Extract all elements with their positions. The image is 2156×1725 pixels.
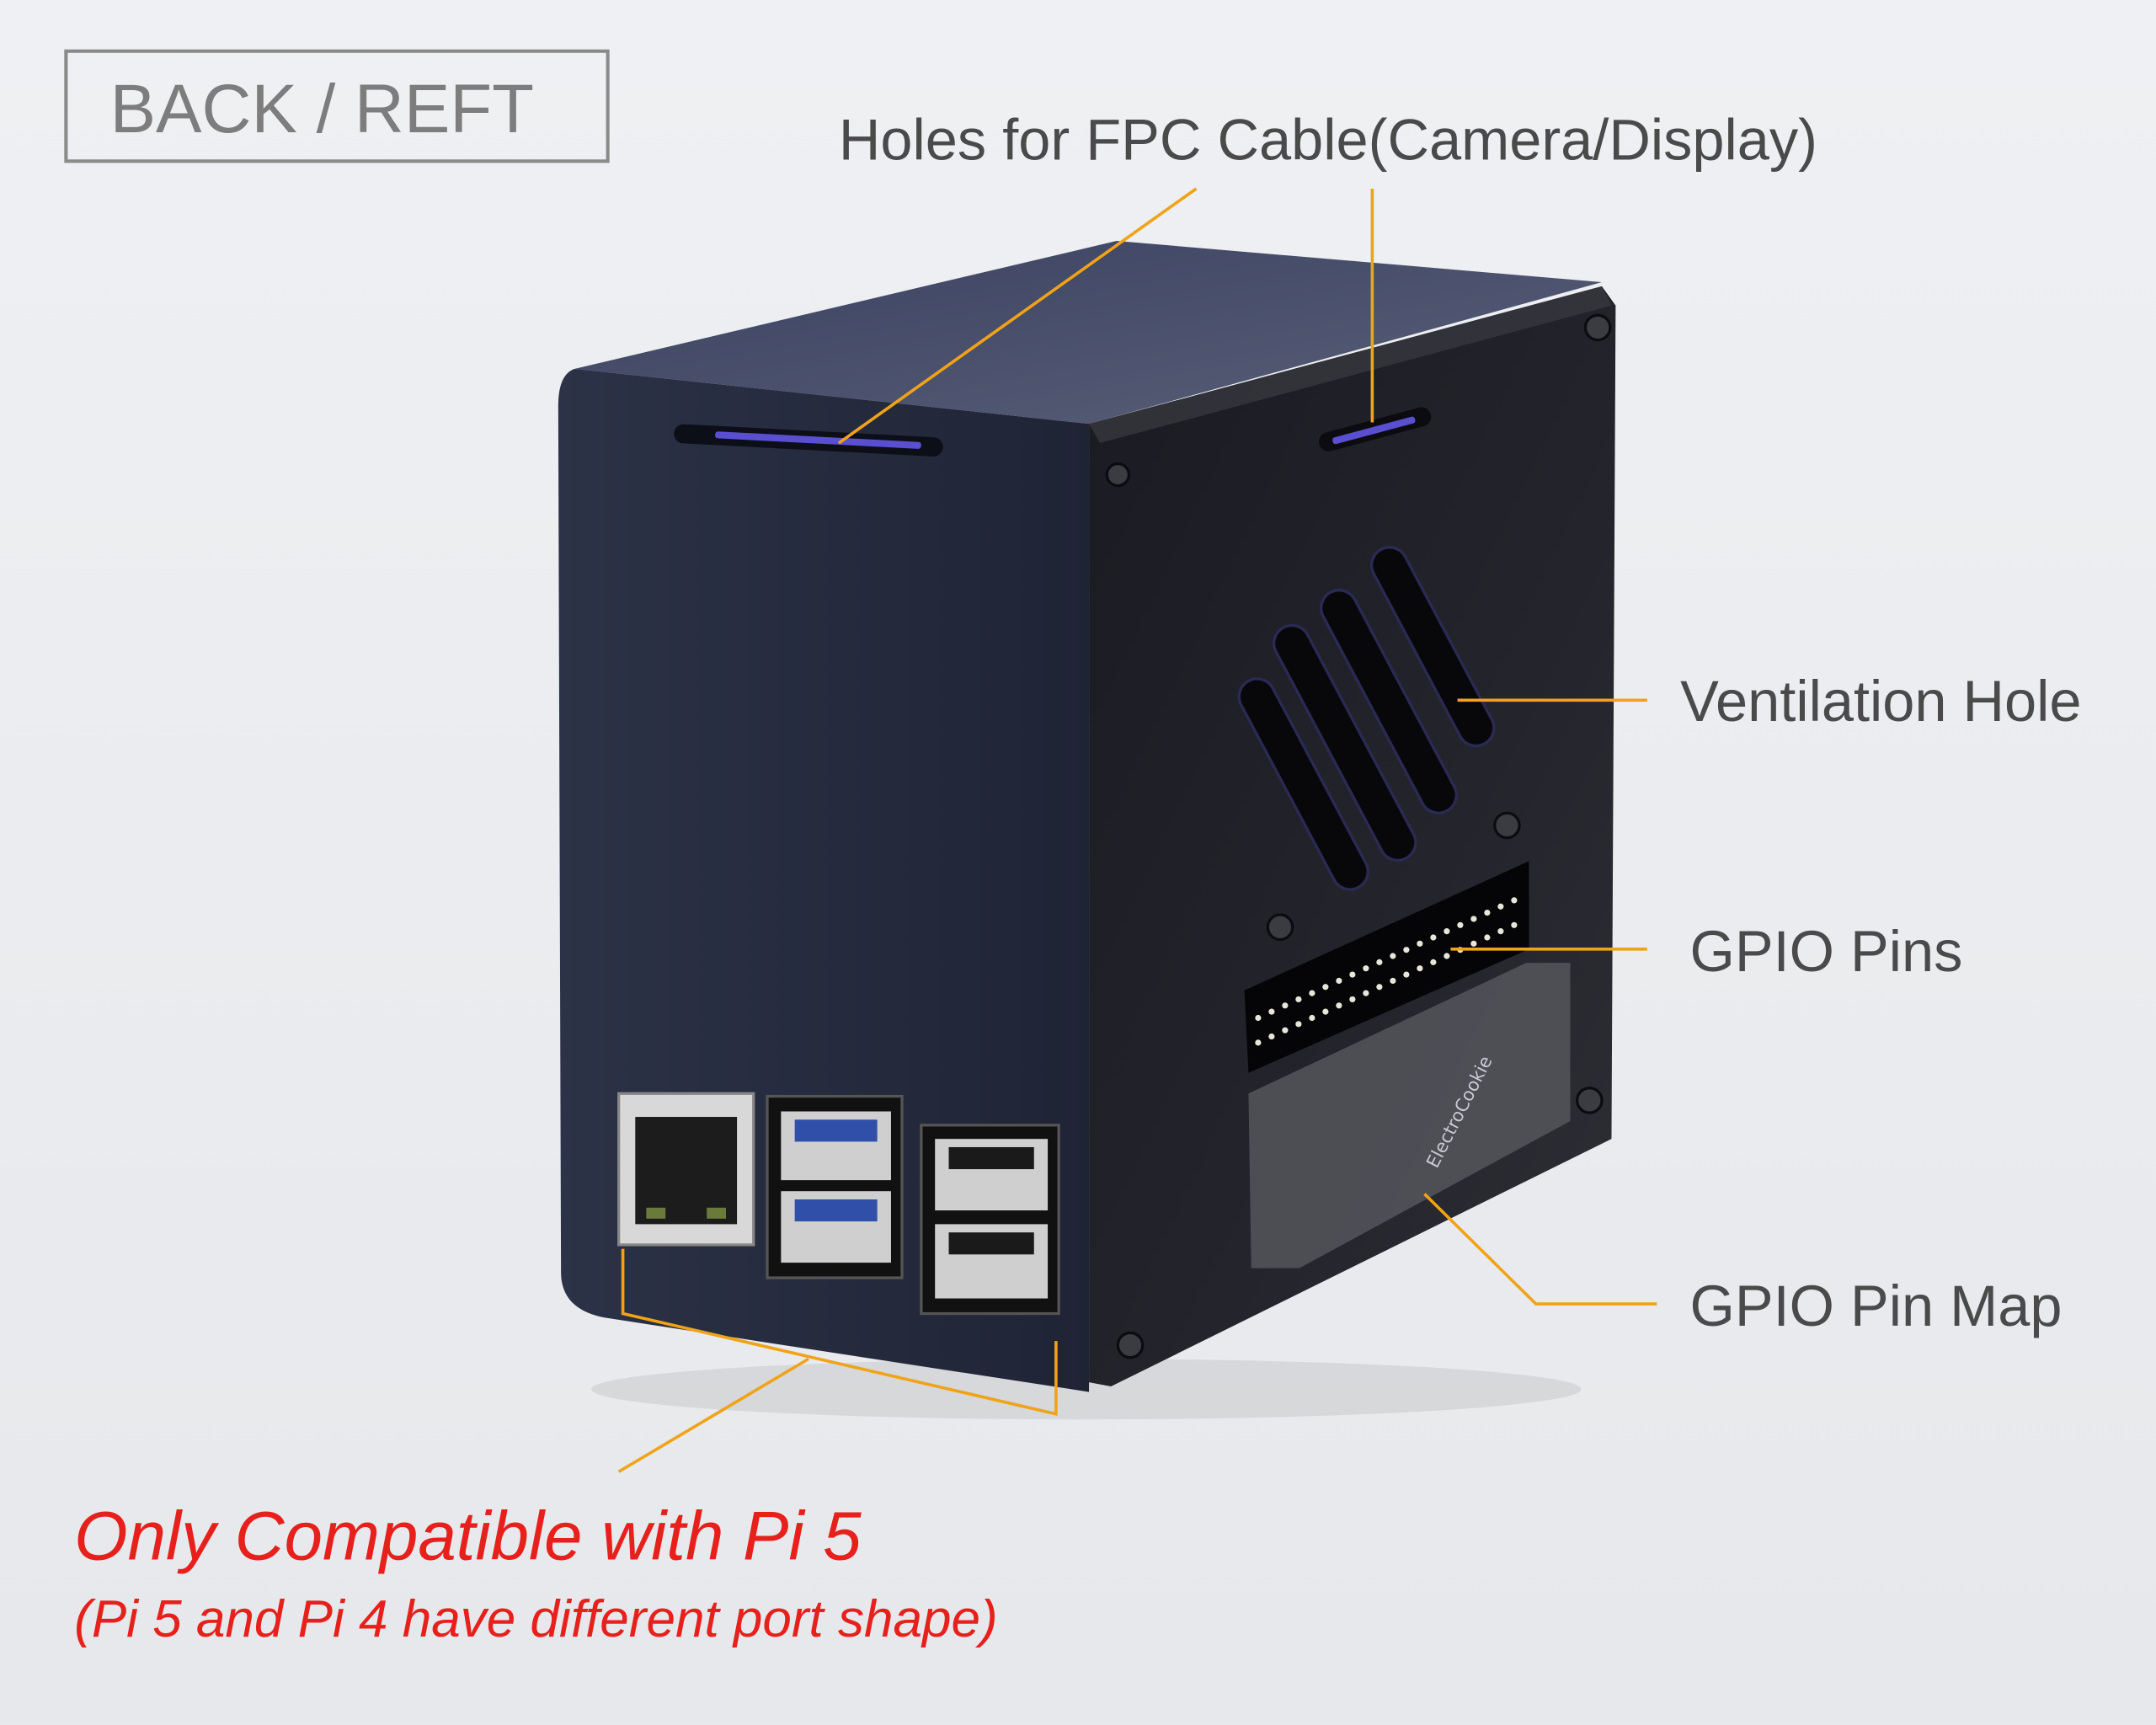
compatibility-note: (Pi 5 and Pi 4 have different port shape… bbox=[74, 1590, 998, 1648]
gpio-pin bbox=[1390, 977, 1396, 984]
gpio-pin bbox=[1511, 921, 1518, 928]
case-top bbox=[574, 241, 1603, 425]
callout-fpc-holes: Holes for FPC Cable(Camera/Display) bbox=[839, 108, 1817, 173]
gpio-pin bbox=[1390, 953, 1396, 959]
gpio-pin bbox=[1430, 959, 1437, 965]
usb3-ports bbox=[766, 1094, 904, 1279]
gpio-pin bbox=[1497, 928, 1504, 935]
view-label-text: BACK / REFT bbox=[110, 71, 534, 147]
leader-gpio-map bbox=[1423, 1193, 1657, 1306]
ethernet-port bbox=[617, 1092, 755, 1247]
ports-bracket bbox=[621, 1248, 1058, 1416]
leader-lines bbox=[617, 187, 1657, 1473]
leader-ports bbox=[617, 1357, 809, 1473]
gpio-pin bbox=[1417, 965, 1423, 972]
gpio-pin bbox=[1497, 903, 1504, 910]
view-label: BACK / REFT bbox=[64, 49, 610, 163]
usb2-ports bbox=[920, 1124, 1060, 1316]
gpio-pin bbox=[1484, 934, 1491, 941]
gpio-pin bbox=[1309, 1014, 1315, 1022]
gpio-pin bbox=[1322, 984, 1329, 991]
gpio-pin bbox=[1295, 1021, 1302, 1028]
gpio-pin bbox=[1363, 990, 1369, 996]
gpio-pin bbox=[1484, 910, 1491, 916]
gpio-pin bbox=[1322, 1008, 1329, 1015]
gpio-pin bbox=[1470, 916, 1477, 922]
ventilation-slots bbox=[1237, 546, 1496, 891]
gpio-pin bbox=[1417, 940, 1423, 947]
gpio-pin bbox=[1255, 1014, 1262, 1022]
gpio-pin bbox=[1403, 971, 1410, 978]
gpio-pin bbox=[1268, 1008, 1275, 1015]
leader-fpc-front bbox=[837, 187, 1198, 445]
screws bbox=[1105, 313, 1612, 1359]
gpio-pin bbox=[1282, 1027, 1289, 1033]
gpio-pin bbox=[1349, 996, 1356, 1003]
gpio-pin bbox=[1336, 977, 1342, 984]
gpio-pin bbox=[1309, 990, 1315, 996]
gpio-pin bbox=[1470, 940, 1477, 947]
gpio-pin bbox=[1403, 947, 1410, 953]
gpio-pin bbox=[1268, 1033, 1275, 1040]
gpio-pin bbox=[1336, 1002, 1342, 1009]
gpio-pin-row bbox=[1255, 897, 1518, 1046]
callout-ventilation-hole: Ventilation Hole bbox=[1680, 669, 2081, 734]
callout-gpio-pins: GPIO Pins bbox=[1690, 919, 1963, 984]
gpio-pin bbox=[1282, 1002, 1289, 1009]
raspberry-pi-case: ElectroCookie bbox=[558, 241, 1616, 1420]
gpio-pin bbox=[1457, 921, 1464, 928]
gpio-pin bbox=[1444, 928, 1450, 935]
gpio-pin bbox=[1430, 934, 1437, 941]
gpio-pin bbox=[1376, 984, 1383, 991]
gpio-pin bbox=[1255, 1039, 1262, 1046]
gpio-pin bbox=[1295, 996, 1302, 1003]
gpio-pin bbox=[1511, 897, 1518, 904]
callout-gpio-pin-map: GPIO Pin Map bbox=[1690, 1274, 2063, 1338]
gpio-pin bbox=[1376, 959, 1383, 965]
gpio-header bbox=[1244, 861, 1529, 1073]
gpio-pin bbox=[1444, 953, 1450, 959]
gpio-pin-map-sticker bbox=[1248, 963, 1571, 1268]
compatibility-headline: Only Compatible with Pi 5 bbox=[74, 1498, 862, 1575]
gpio-pin bbox=[1349, 971, 1356, 978]
gpio-pin bbox=[1363, 965, 1369, 972]
